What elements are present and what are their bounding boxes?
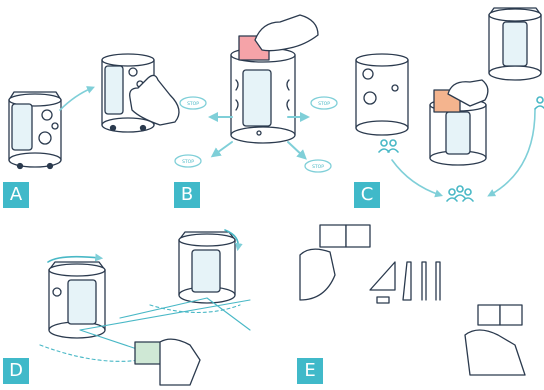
rotate-arrow-d1	[48, 257, 100, 262]
stop-label: STOP	[187, 101, 199, 107]
panel-label-b: B	[174, 182, 200, 208]
paper-sheet-e1	[320, 225, 346, 247]
paper-sheet-e2	[478, 305, 500, 325]
robot-c1	[356, 54, 408, 135]
robot-d2	[179, 232, 235, 303]
robot-b	[231, 36, 295, 143]
panel-label-c: C	[354, 182, 380, 208]
tools-e	[370, 262, 440, 303]
panel-label-e: E	[297, 358, 323, 384]
stop-label: STOP	[318, 101, 330, 107]
panel-label-d: D	[3, 358, 29, 384]
arrow-a	[60, 88, 92, 110]
robot-c3	[489, 8, 541, 80]
panel-label-a: A	[3, 182, 29, 208]
stop-label: STOP	[182, 159, 194, 165]
stop-label: STOP	[312, 164, 324, 170]
hand-e2	[465, 330, 525, 375]
hand-e1	[300, 249, 335, 300]
hand-d	[160, 339, 200, 385]
robot-a1	[9, 92, 61, 169]
hand-b	[255, 15, 318, 51]
